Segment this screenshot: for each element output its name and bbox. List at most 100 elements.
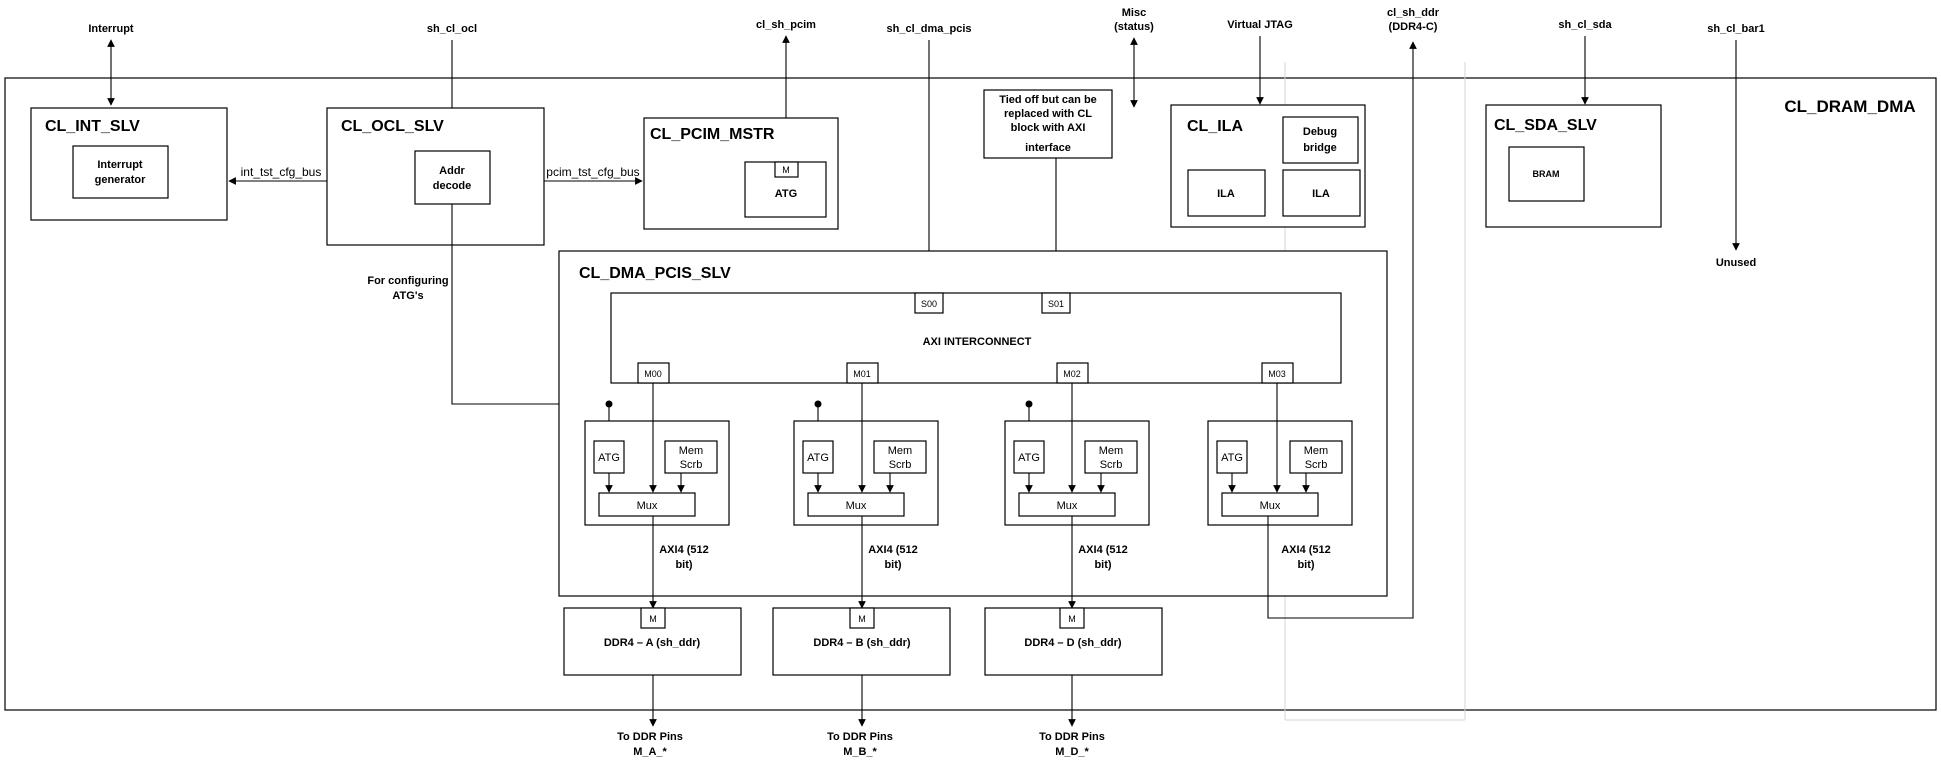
ddr4-d-label: DDR4 – D (sh_ddr) [1024, 637, 1122, 649]
tied-off-line-4: interface [1025, 142, 1071, 154]
ila-block-1 [1187, 169, 1266, 217]
ddr4-d: M DDR4 – D (sh_ddr) To DDR Pins M_D_* [984, 607, 1163, 758]
cl-sda-slv-title: CL_SDA_SLV [1494, 117, 1597, 134]
channel-1-mux-label: Mux [846, 500, 867, 512]
addr-decode-block [414, 150, 491, 205]
cl-dram-dma-boundary [4, 77, 1937, 711]
ddr4-b-pins-line-2: M_B_* [843, 746, 877, 758]
ddr4-a-m-port [640, 607, 666, 629]
pcim-m-port-label: M [782, 165, 790, 175]
virtual-jtag-label: Virtual JTAG [1227, 19, 1293, 31]
misc-label: Misc [1122, 7, 1146, 19]
channel-2-mem-label: Mem [1099, 445, 1123, 457]
channel-2-axi-line-2: bit) [1094, 559, 1111, 571]
int-tst-cfg-bus-label: int_tst_cfg_bus [241, 165, 322, 179]
m01-label: M01 [853, 369, 871, 379]
for-configuring-line-1: For configuring [367, 275, 448, 287]
tied-off-line-1: Tied off but can be [999, 94, 1097, 106]
m03-label: M03 [1268, 369, 1286, 379]
interrupt-generator-line-1: Interrupt [97, 159, 143, 171]
ila-label-1: ILA [1217, 188, 1235, 200]
channel-1: ATG Mem Scrb Mux AXI4 (512 bit) [793, 383, 939, 609]
pcim-tst-cfg-bus-label: pcim_tst_cfg_bus [546, 165, 639, 179]
cl-sh-pcim-label: cl_sh_pcim [756, 19, 816, 31]
channel-1-axi-line-2: bit) [884, 559, 901, 571]
debug-bridge-line-2: bridge [1303, 142, 1337, 154]
cl-pcim-mstr-title: CL_PCIM_MSTR [650, 126, 775, 143]
ddr4-b: M DDR4 – B (sh_ddr) To DDR Pins M_B_* [772, 607, 951, 758]
channel-2-mux [1018, 492, 1116, 517]
channel-1-axi-line-1: AXI4 (512 [868, 544, 918, 556]
channel-3-axi-line-2: bit) [1297, 559, 1314, 571]
channel-3-mux-label: Mux [1260, 500, 1281, 512]
channel-2-atg [1013, 440, 1045, 474]
debug-bridge-line-1: Debug [1303, 126, 1337, 138]
misc-status-label: (status) [1114, 21, 1154, 33]
s00-label: S00 [921, 299, 937, 309]
channel-0-mux [598, 492, 696, 517]
channel-3-axi-line-1: AXI4 (512 [1281, 544, 1331, 556]
interrupt-generator-line-2: generator [95, 174, 146, 186]
channel-0-mem-scrb [664, 440, 718, 474]
bram-label: BRAM [1533, 169, 1560, 179]
bram-block [1508, 146, 1585, 202]
ddr4-b-m-label: M [858, 614, 866, 624]
channel-0: ATG Mem Scrb Mux AXI4 (512 bit) [584, 383, 730, 609]
addr-decode-line-2: decode [433, 180, 472, 192]
channel-3-scrb-label: Scrb [1305, 459, 1328, 471]
channel-0-mem-label: Mem [679, 445, 703, 457]
channel-0-atg-label: ATG [598, 452, 620, 464]
channel-1-scrb-label: Scrb [889, 459, 912, 471]
channel-3: ATG Mem Scrb Mux AXI4 (512 bit) [1207, 41, 1417, 619]
channel-3-mem-scrb [1289, 440, 1343, 474]
debug-bridge-block [1282, 116, 1359, 164]
ddr4-d-m-port [1059, 607, 1085, 629]
tied-off-line-3: block with AXI [1011, 122, 1086, 134]
interrupt-label: Interrupt [88, 23, 134, 35]
channel-3-mux [1221, 492, 1319, 517]
channel-2-scrb-label: Scrb [1100, 459, 1123, 471]
channel-2: ATG Mem Scrb Mux AXI4 (512 bit) [1004, 383, 1150, 609]
axi-interconnect-label: AXI INTERCONNECT [923, 336, 1032, 348]
sh-cl-sda-label: sh_cl_sda [1558, 19, 1612, 31]
cl-ocl-slv-title: CL_OCL_SLV [341, 118, 444, 135]
m00-label: M00 [644, 369, 662, 379]
ddr4-b-pins-line-1: To DDR Pins [827, 731, 893, 743]
cl-ila-title: CL_ILA [1187, 118, 1243, 135]
interrupt-generator-block [72, 145, 169, 199]
ddr4-d-m-label: M [1068, 614, 1076, 624]
channel-3-mem-label: Mem [1304, 445, 1328, 457]
channel-1-atg-label: ATG [807, 452, 829, 464]
ddr4-a-m-label: M [649, 614, 657, 624]
ddr4-a: M DDR4 – A (sh_ddr) To DDR Pins M_A_* [563, 607, 742, 758]
channel-2-axi-line-1: AXI4 (512 [1078, 544, 1128, 556]
cl-dma-pcis-slv-title: CL_DMA_PCIS_SLV [579, 265, 731, 282]
ddr4-b-label: DDR4 – B (sh_ddr) [813, 637, 911, 649]
ddr4-a-pins-line-2: M_A_* [633, 746, 667, 758]
addr-decode-line-1: Addr [439, 165, 465, 177]
channel-2-atg-label: ATG [1018, 452, 1040, 464]
tied-off-line-2: replaced with CL [1004, 108, 1092, 120]
m02-label: M02 [1063, 369, 1081, 379]
s00-port [914, 292, 944, 314]
for-configuring-line-2: ATG's [392, 290, 423, 302]
sh-cl-ocl-label: sh_cl_ocl [427, 23, 477, 35]
sh-cl-bar1-label: sh_cl_bar1 [1707, 23, 1764, 35]
channel-2-mem-scrb [1084, 440, 1138, 474]
channel-1-mem-label: Mem [888, 445, 912, 457]
sh-cl-dma-pcis-label: sh_cl_dma_pcis [887, 23, 972, 35]
ddr4-a-pins-line-1: To DDR Pins [617, 731, 683, 743]
ddr4-b-m-port [849, 607, 875, 629]
channel-0-axi-line-2: bit) [675, 559, 692, 571]
ddr4-a-label: DDR4 – A (sh_ddr) [604, 637, 701, 649]
ila-block-2 [1282, 169, 1361, 217]
unused-label: Unused [1716, 257, 1756, 269]
channel-0-scrb-label: Scrb [680, 459, 703, 471]
ddr4-d-pins-line-1: To DDR Pins [1039, 731, 1105, 743]
cl-dram-dma-label: CL_DRAM_DMA [1784, 97, 1915, 116]
ddr4-d-pins-line-2: M_D_* [1055, 746, 1089, 758]
channel-3-to-ddr4-c [1267, 41, 1417, 619]
ddr4-c-label: (DDR4-C) [1389, 21, 1438, 33]
pcim-m-port [774, 161, 799, 178]
